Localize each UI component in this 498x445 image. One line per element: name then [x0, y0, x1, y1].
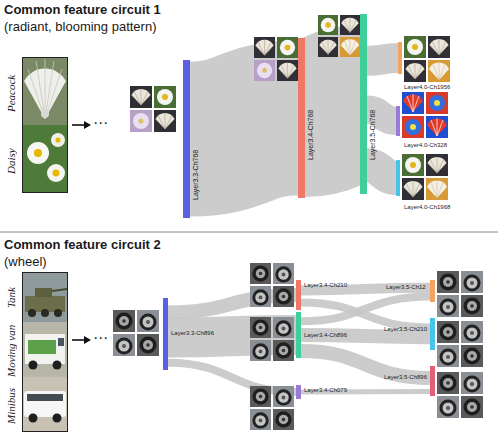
channel-bar: Layer4.0-Ch328 — [396, 106, 400, 136]
channel-bar: Layer3.3-Ch768 — [183, 60, 190, 218]
circuit-subtitle: (wheel) — [4, 255, 47, 268]
circuit-subtitle: (radiant, blooming pattern) — [4, 20, 156, 33]
feature-visualization — [318, 15, 360, 57]
daisy-center — [55, 137, 60, 142]
minibus-wheel — [29, 414, 38, 423]
tank-gun — [52, 289, 67, 291]
van-wheel — [29, 361, 38, 370]
arrow-head — [84, 336, 91, 344]
channel-bar: Layer3.4-Ch079 — [296, 385, 301, 399]
channel-bar: Layer3.5-Ch768 — [360, 14, 367, 194]
daisy-center — [53, 170, 60, 177]
channel-label: Layer3.5-Ch896 — [384, 374, 427, 380]
ellipsis: ⋯ — [93, 331, 108, 346]
input-label: Moving van — [6, 323, 17, 379]
feature-visualization — [250, 317, 294, 361]
feature-visualization — [402, 154, 448, 200]
feature-visualization — [437, 321, 483, 367]
section-divider — [0, 232, 498, 233]
feature-visualization — [250, 386, 294, 430]
feature-visualization — [130, 86, 176, 132]
input-arrow — [72, 339, 85, 341]
channel-label: Layer4.0-Ch328 — [404, 142, 447, 148]
tank-wheel — [54, 309, 62, 317]
feather-lines — [28, 59, 62, 119]
tank-turret — [35, 288, 52, 297]
input-images: PeacockDaisy — [22, 57, 68, 193]
input-images: TankMoving vanMinibus — [22, 272, 68, 432]
peacock-body — [41, 110, 49, 118]
channel-bar: Layer3.4-Ch210 — [296, 280, 301, 310]
daisy-photo — [22, 125, 68, 193]
channel-label: Layer4.0-Ch1968 — [404, 204, 450, 210]
channel-label: Layer3.5-Ch12 — [386, 284, 426, 290]
channel-label: Layer3.4-Ch896 — [304, 332, 347, 338]
arrow-head — [84, 121, 91, 129]
input-arrow — [72, 124, 85, 126]
daisy-petals — [51, 133, 65, 147]
moving-van-photo — [22, 322, 68, 377]
channel-label: Layer4.0-Ch1956 — [404, 84, 450, 90]
photo-background — [22, 322, 68, 377]
input-label: Daisy — [6, 128, 17, 194]
channel-bar: Layer3.3-Ch896 — [163, 298, 168, 370]
ellipsis: ⋯ — [93, 116, 108, 131]
input-label: Minibus — [6, 379, 17, 433]
activation-flow — [190, 118, 298, 139]
photo-background — [22, 125, 68, 193]
van-wheel — [53, 361, 62, 370]
van-body — [25, 334, 65, 364]
feature-visualization — [437, 372, 483, 418]
channel-bar: Layer3.5-Ch12 — [430, 280, 435, 302]
channel-label: Layer3.5-Ch768 — [369, 95, 376, 175]
input-label: Tank — [6, 273, 17, 323]
activation-flow — [367, 165, 396, 178]
activation-flow — [301, 297, 430, 322]
activation-flow — [367, 58, 398, 61]
feature-visualization — [250, 263, 294, 307]
feature-visualization — [113, 310, 159, 356]
van-window — [58, 338, 64, 346]
photo-background — [22, 272, 68, 322]
photo-background — [22, 57, 68, 125]
daisy-petals — [27, 142, 49, 164]
photo-background — [22, 377, 68, 432]
input-label: Peacock — [6, 58, 17, 128]
minibus-photo — [22, 377, 68, 432]
circuit-title: Common feature circuit 2 — [4, 238, 161, 251]
feature-visualization — [254, 37, 298, 81]
activation-flow — [301, 351, 430, 378]
tank-wheel — [41, 309, 49, 317]
minibus-windows — [27, 394, 63, 401]
minibus-wheel — [53, 414, 62, 423]
circuit-title: Common feature circuit 1 — [4, 3, 161, 16]
channel-label: Layer3.3-Ch896 — [171, 330, 214, 336]
channel-bar: Layer3.5-Ch210 — [430, 318, 435, 350]
channel-bar: Layer4.0-Ch1956 — [398, 42, 402, 74]
channel-label: Layer3.4-Ch210 — [304, 282, 347, 288]
channel-bar: Layer3.4-Ch768 — [298, 38, 305, 198]
feature-visualization — [437, 271, 483, 317]
channel-bar: Layer3.5-Ch896 — [430, 366, 435, 396]
tank-wheel — [28, 309, 36, 317]
daisy-center — [34, 149, 42, 157]
channel-label: Layer3.3-Ch768 — [192, 135, 199, 215]
channel-bar: Layer3.4-Ch896 — [296, 312, 301, 358]
feature-visualization — [404, 36, 450, 82]
tank-photo — [22, 272, 68, 322]
minibus-body — [24, 391, 66, 417]
channel-label: Layer3.5-Ch210 — [384, 326, 427, 332]
channel-bar: Layer4.0-Ch1968 — [396, 160, 400, 196]
channel-label: Layer3.4-Ch768 — [307, 95, 314, 175]
feature-visualization — [402, 92, 448, 138]
van-graphic — [28, 340, 56, 354]
channel-label: Layer3.4-Ch079 — [304, 387, 347, 393]
daisy-petals — [47, 164, 65, 182]
peacock-photo — [22, 57, 68, 125]
